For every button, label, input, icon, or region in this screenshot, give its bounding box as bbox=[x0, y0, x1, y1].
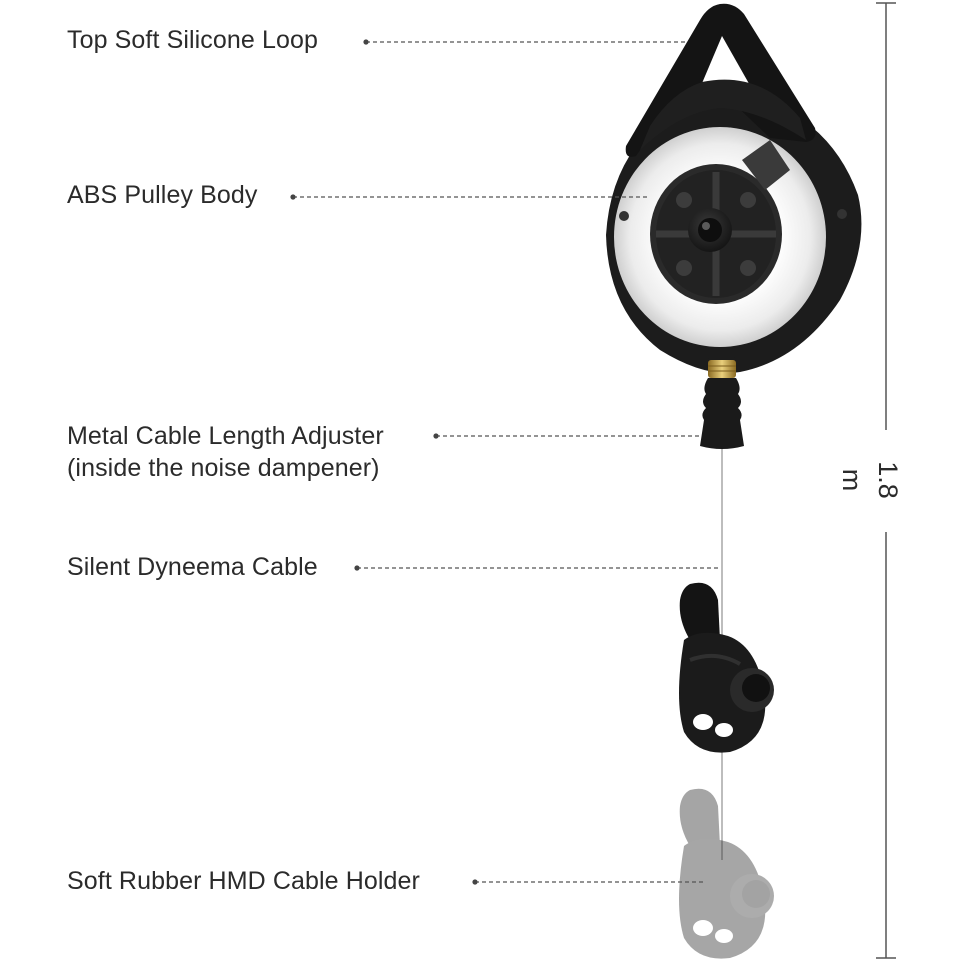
callout-adjuster-text: Metal Cable Length Adjuster bbox=[67, 422, 384, 450]
cable-adjuster bbox=[708, 360, 736, 378]
callout-cable-text: Silent Dyneema Cable bbox=[67, 553, 318, 581]
callout-loop: Top Soft Silicone Loop bbox=[67, 24, 318, 56]
callout-holder: Soft Rubber HMD Cable Holder bbox=[67, 865, 420, 897]
callout-loop-text: Top Soft Silicone Loop bbox=[67, 26, 318, 54]
callout-body: ABS Pulley Body bbox=[67, 179, 258, 211]
callout-adjuster: Metal Cable Length Adjuster (inside the … bbox=[67, 420, 384, 484]
callout-body-text: ABS Pulley Body bbox=[67, 181, 258, 209]
callout-holder-text: Soft Rubber HMD Cable Holder bbox=[67, 867, 420, 895]
noise-dampener bbox=[700, 378, 744, 449]
dimension-label: 1.8 m bbox=[837, 461, 903, 499]
leader-lines bbox=[290, 39, 720, 885]
silicone-loop bbox=[625, 3, 816, 157]
cable-holder-ghost bbox=[679, 788, 774, 959]
cable-holder bbox=[679, 582, 774, 753]
pulley-body bbox=[606, 96, 862, 374]
callout-adjuster-subtext: (inside the noise dampener) bbox=[67, 454, 380, 482]
callout-cable: Silent Dyneema Cable bbox=[67, 551, 318, 583]
dimension-line bbox=[876, 2, 896, 959]
